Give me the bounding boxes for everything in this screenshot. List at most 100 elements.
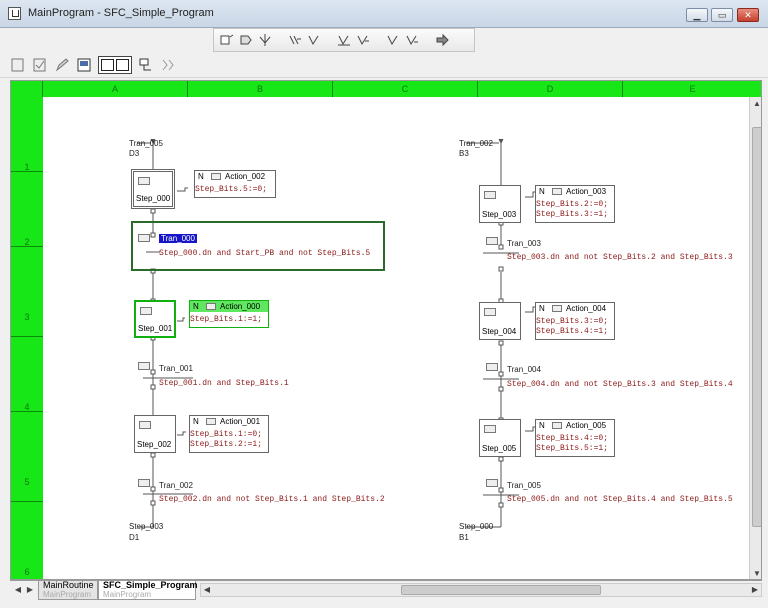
transition-name[interactable]: Tran_004 [507,365,541,374]
transition-name[interactable]: Tran_005 [507,481,541,490]
step-name: Step_000 [136,194,171,203]
action-icon [552,422,562,429]
scroll-left-icon[interactable]: ◀ [203,585,211,594]
edit-icon[interactable] [54,57,70,73]
transition-name[interactable]: Tran_003 [507,239,541,248]
minimize-button[interactable]: ▁ [686,8,708,22]
action-icon [552,305,562,312]
wire-ref-top-left: D3 [129,149,140,158]
transition-code[interactable]: Step_004.dn and not Step_Bits.3 and Step… [507,380,733,389]
action-qualifier: N [539,304,545,313]
accept-edits-icon[interactable] [32,57,48,73]
horizontal-scrollbar[interactable]: ◀ ▶ [200,583,762,597]
add-stop-icon[interactable] [386,33,400,47]
column-label: D [478,81,623,97]
action-box[interactable]: N Action_005 Step_Bits.4:=0; Step_Bits.5… [535,419,615,457]
wire-label-top-right[interactable]: Tran_002 [459,139,493,148]
action-icon [552,188,562,195]
transition-name[interactable]: Tran_002 [159,481,193,490]
zoom-to-fit-icon[interactable] [138,57,154,73]
action-code: Step_Bits.1:=0; [190,430,263,439]
action-qualifier: N [539,421,545,430]
scroll-right-icon[interactable]: ▶ [751,585,759,594]
wire-label-top-left[interactable]: Tran_005 [129,139,163,148]
verify-icon[interactable] [10,57,26,73]
sfc-editor[interactable]: A B C D E 1 2 3 4 5 6 [10,80,762,580]
add-step-icon[interactable] [220,33,234,47]
transition-name[interactable]: Tran_001 [159,364,193,373]
action-box-selected[interactable]: N Action_000 Step_Bits.1:=1; [189,300,269,328]
step-box[interactable]: Step_003 [479,185,521,223]
action-code: Step_Bits.2:=1; [190,440,263,449]
action-name: Action_004 [566,304,607,313]
add-simultaneous-branch-icon[interactable] [337,33,351,47]
action-name: Action_003 [566,187,607,196]
step-box[interactable]: Step_005 [479,419,521,457]
action-code: Step_Bits.3:=0; [536,317,609,326]
action-name: Action_002 [225,172,266,181]
action-box[interactable]: N Action_004 Step_Bits.3:=0; Step_Bits.4… [535,302,615,340]
tab-mainroutine[interactable]: MainRoutine MainProgram [38,581,98,600]
add-selection-branch-icon[interactable] [307,33,321,47]
step-box[interactable]: Step_000 [131,169,175,209]
step-name: Step_001 [138,324,173,333]
step-name: Step_002 [137,440,172,449]
close-button[interactable]: ✕ [737,8,759,22]
wire-label-bottom-right[interactable]: Step_000 [459,522,494,531]
transition-code[interactable]: Step_005.dn and not Step_Bits.4 and Step… [507,495,733,504]
step-box[interactable]: Step_002 [134,415,176,453]
maximize-button[interactable]: ▭ [711,8,733,22]
transition-code[interactable]: Step_001.dn and Step_Bits.1 [159,379,289,388]
add-step-action-icon[interactable] [239,33,253,47]
action-qualifier: N [198,172,204,181]
transition-code[interactable]: Step_003.dn and not Step_Bits.2 and Step… [507,253,733,262]
add-wire-icon[interactable] [356,33,370,47]
sfc-element-group [213,28,475,52]
step-icon [140,307,152,315]
action-qualifier: N [193,417,199,426]
sfc-canvas[interactable]: Tran_005 D3 Step_000 N Action_002 Step_B… [43,97,749,579]
scroll-up-icon[interactable]: ▲ [753,99,761,108]
action-header [190,301,268,312]
find-icon[interactable] [160,57,176,73]
step-box-selected[interactable]: Step_001 [134,300,176,338]
add-transition-icon[interactable] [258,33,272,47]
tab-sfc-simple-program[interactable]: SFC_Simple_Program MainProgram [98,581,198,600]
action-code: Step_Bits.5:=0; [195,185,268,194]
transition-name[interactable]: Tran_000 [159,234,197,243]
action-box[interactable]: N Action_001 Step_Bits.1:=0; Step_Bits.2… [189,415,269,453]
scroll-thumb[interactable] [752,127,761,527]
action-qualifier: N [539,187,545,196]
goto-icon[interactable] [435,33,449,47]
transition-icon [138,234,150,242]
grid-view-icon[interactable] [98,55,132,74]
action-box[interactable]: N Action_002 Step_Bits.5:=0; [194,170,276,198]
scroll-down-icon[interactable]: ▼ [753,569,761,578]
action-code: Step_Bits.4:=0; [536,434,609,443]
view-toolbar [0,52,768,78]
tab-scroll-left-icon[interactable]: ◀ [14,585,22,594]
wire-ref-bottom-right: B1 [459,533,469,542]
vertical-scrollbar[interactable]: ▲ ▼ [749,97,761,579]
row-label: 3 [11,247,43,337]
transition-selection-box[interactable] [131,221,385,271]
add-branch-icon[interactable] [288,33,302,47]
action-icon [206,303,216,310]
add-subroutine-icon[interactable] [405,33,419,47]
properties-icon[interactable] [76,57,92,73]
tab-sublabel: MainProgram [43,590,92,599]
tab-scroll-right-icon[interactable]: ▶ [26,585,34,594]
step-box[interactable]: Step_004 [479,302,521,340]
step-icon [138,177,150,185]
transition-code[interactable]: Step_002.dn and not Step_Bits.1 and Step… [159,495,385,504]
action-name: Action_001 [220,417,261,426]
title-bar: MainProgram - SFC_Simple_Program ▁ ▭ ✕ [0,0,768,28]
transition-icon [486,363,498,371]
action-code: Step_Bits.4:=1; [536,327,609,336]
row-label: 6 [11,502,43,579]
action-box[interactable]: N Action_003 Step_Bits.2:=0; Step_Bits.3… [535,185,615,223]
scroll-thumb[interactable] [401,585,601,595]
transition-code[interactable]: Step_000.dn and Start_PB and not Step_Bi… [159,249,371,258]
wire-label-bottom-left[interactable]: Step_003 [129,522,164,531]
step-icon [139,421,151,429]
